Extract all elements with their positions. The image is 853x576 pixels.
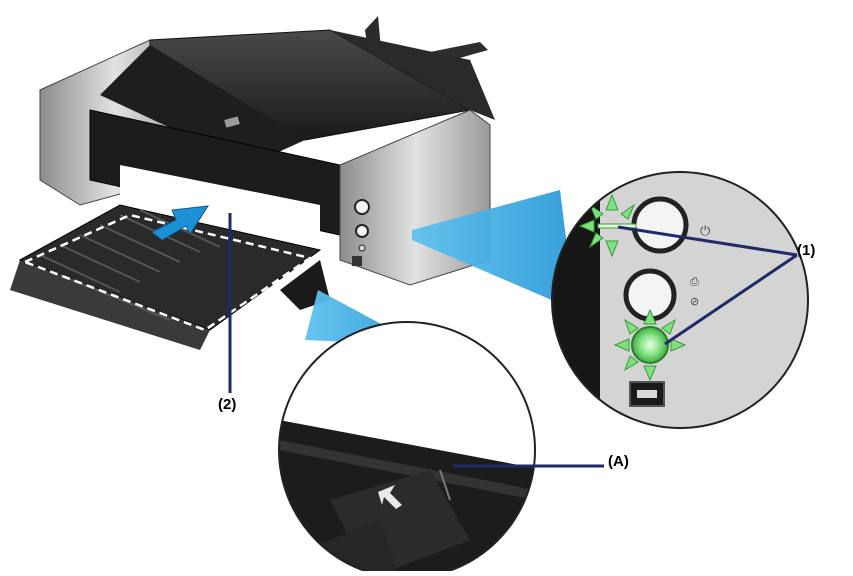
printer-body — [39, 29, 495, 286]
power-button-closeup[interactable] — [631, 196, 689, 254]
insert-arrow-icon — [151, 205, 209, 241]
callout-guide-mark: (A) — [608, 453, 629, 470]
callout-lamps: (1) — [797, 242, 816, 259]
control-panel-inset: ⏻ ⎙ ⊘ — [551, 171, 809, 429]
resume-icon: ⎙ — [690, 275, 699, 288]
zoom-wedge-right — [412, 190, 575, 310]
callout-paper-slot: (2) — [218, 396, 237, 413]
resume-button[interactable] — [355, 224, 369, 238]
slot-guide-inset — [278, 321, 536, 576]
svg-text:⊘: ⊘ — [690, 295, 699, 308]
canon-logo-icon — [224, 116, 240, 128]
lamp-indicator-lower — [631, 326, 669, 364]
leader-lines — [228, 213, 798, 468]
lamp-indicator-upper — [578, 193, 637, 258]
front-tray — [10, 204, 330, 350]
guide-arrow-icon — [378, 485, 402, 509]
power-button[interactable] — [354, 199, 370, 215]
power-icon: ⏻ — [700, 224, 710, 239]
